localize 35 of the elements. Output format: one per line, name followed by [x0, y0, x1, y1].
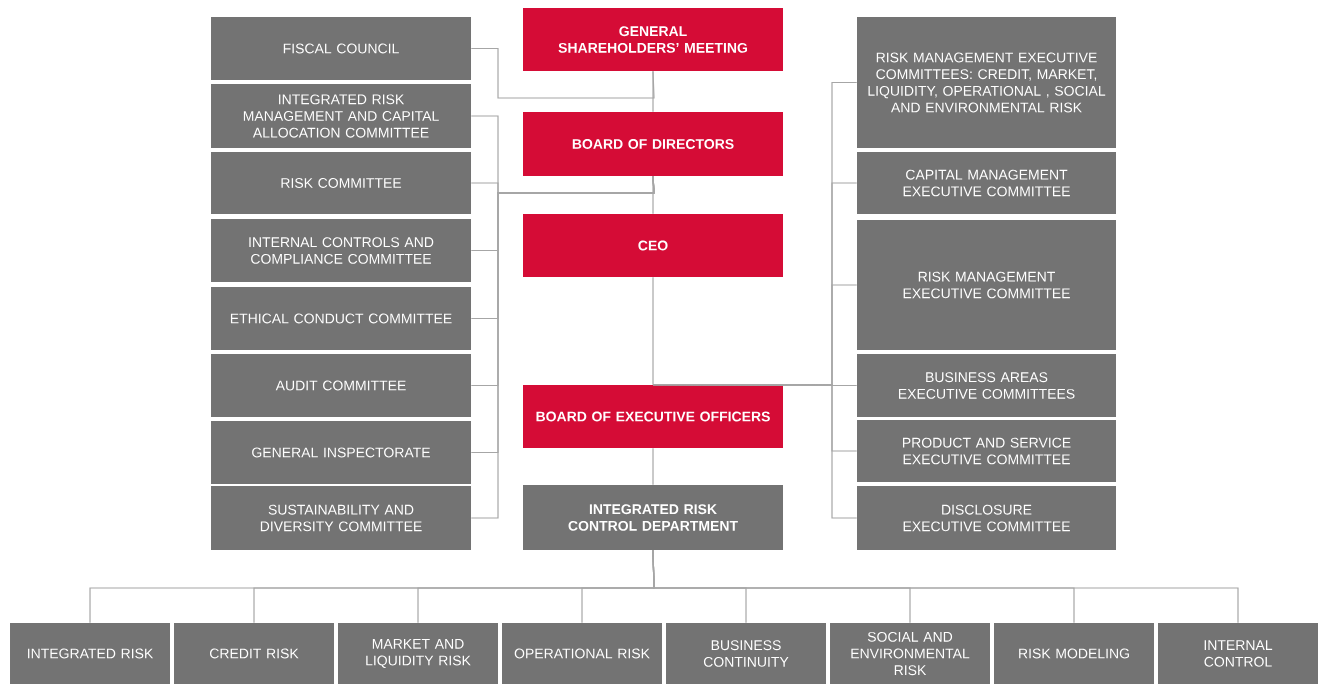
- connector-line: [652, 549, 1239, 624]
- department-box: SOCIAL AND ENVIRONMENTAL RISK: [830, 623, 990, 684]
- committee-box: AUDIT COMMITTEE: [211, 354, 471, 417]
- org-box: CEO: [523, 214, 783, 277]
- committee-box: FISCAL COUNCIL: [211, 17, 471, 80]
- committee-box: RISK COMMITTEE: [211, 152, 471, 214]
- committee-box: DISCLOSURE EXECUTIVE COMMITTEE: [857, 486, 1116, 550]
- connector-line: [470, 175, 655, 519]
- department-box: INTEGRATED RISK: [10, 623, 170, 684]
- department-box: RISK MODELING: [994, 623, 1154, 684]
- committee-box: PRODUCT AND SERVICE EXECUTIVE COMMITTEE: [857, 420, 1116, 482]
- org-box: INTEGRATED RISK CONTROL DEPARTMENT: [523, 485, 783, 550]
- org-box: GENERAL SHAREHOLDERS’ MEETING: [523, 8, 783, 71]
- department-box: OPERATIONAL RISK: [502, 623, 662, 684]
- org-box: BOARD OF DIRECTORS: [523, 112, 783, 176]
- department-box: CREDIT RISK: [174, 623, 334, 684]
- committee-box: RISK MANAGEMENT EXECUTIVE COMMITTEE: [857, 220, 1116, 350]
- org-box: BOARD OF EXECUTIVE OFFICERS: [523, 385, 783, 448]
- connector-line: [470, 47, 655, 99]
- connector-line: [652, 384, 858, 519]
- committee-box: RISK MANAGEMENT EXECUTIVE COMMITTEES: CREDIT, MARKET, LIQUIDITY, OPERATIONAL , SOCIAL AND ENVIRONMENTAL RISK: [857, 17, 1116, 148]
- node-label: SUSTAINABILITY AND DIVERSITY COMMITTEE: [260, 504, 422, 532]
- committee-box: INTERNAL CONTROLS AND COMPLIANCE COMMITTEE: [211, 219, 471, 282]
- connector-line: [652, 447, 654, 486]
- committee-box: BUSINESS AREAS EXECUTIVE COMMITTEES: [857, 354, 1116, 417]
- department-box: MARKET AND LIQUIDITY RISK: [338, 623, 498, 684]
- committee-box: CAPITAL MANAGEMENT EXECUTIVE COMMITTEE: [857, 152, 1116, 214]
- connector-line: [652, 276, 654, 386]
- committee-box: GENERAL INSPECTORATE: [211, 421, 471, 484]
- committee-box: ETHICAL CONDUCT COMMITTEE: [211, 287, 471, 350]
- department-box: BUSINESS CONTINUITY: [666, 623, 826, 684]
- node-label: GENERAL INSPECTORATE: [252, 447, 430, 458]
- department-box: INTERNAL CONTROL: [1158, 623, 1318, 684]
- committee-box: INTEGRATED RISK MANAGEMENT AND CAPITAL ALLOCATION COMMITTEE: [211, 84, 471, 148]
- committee-box: SUSTAINABILITY AND DIVERSITY COMMITTEE: [211, 486, 471, 550]
